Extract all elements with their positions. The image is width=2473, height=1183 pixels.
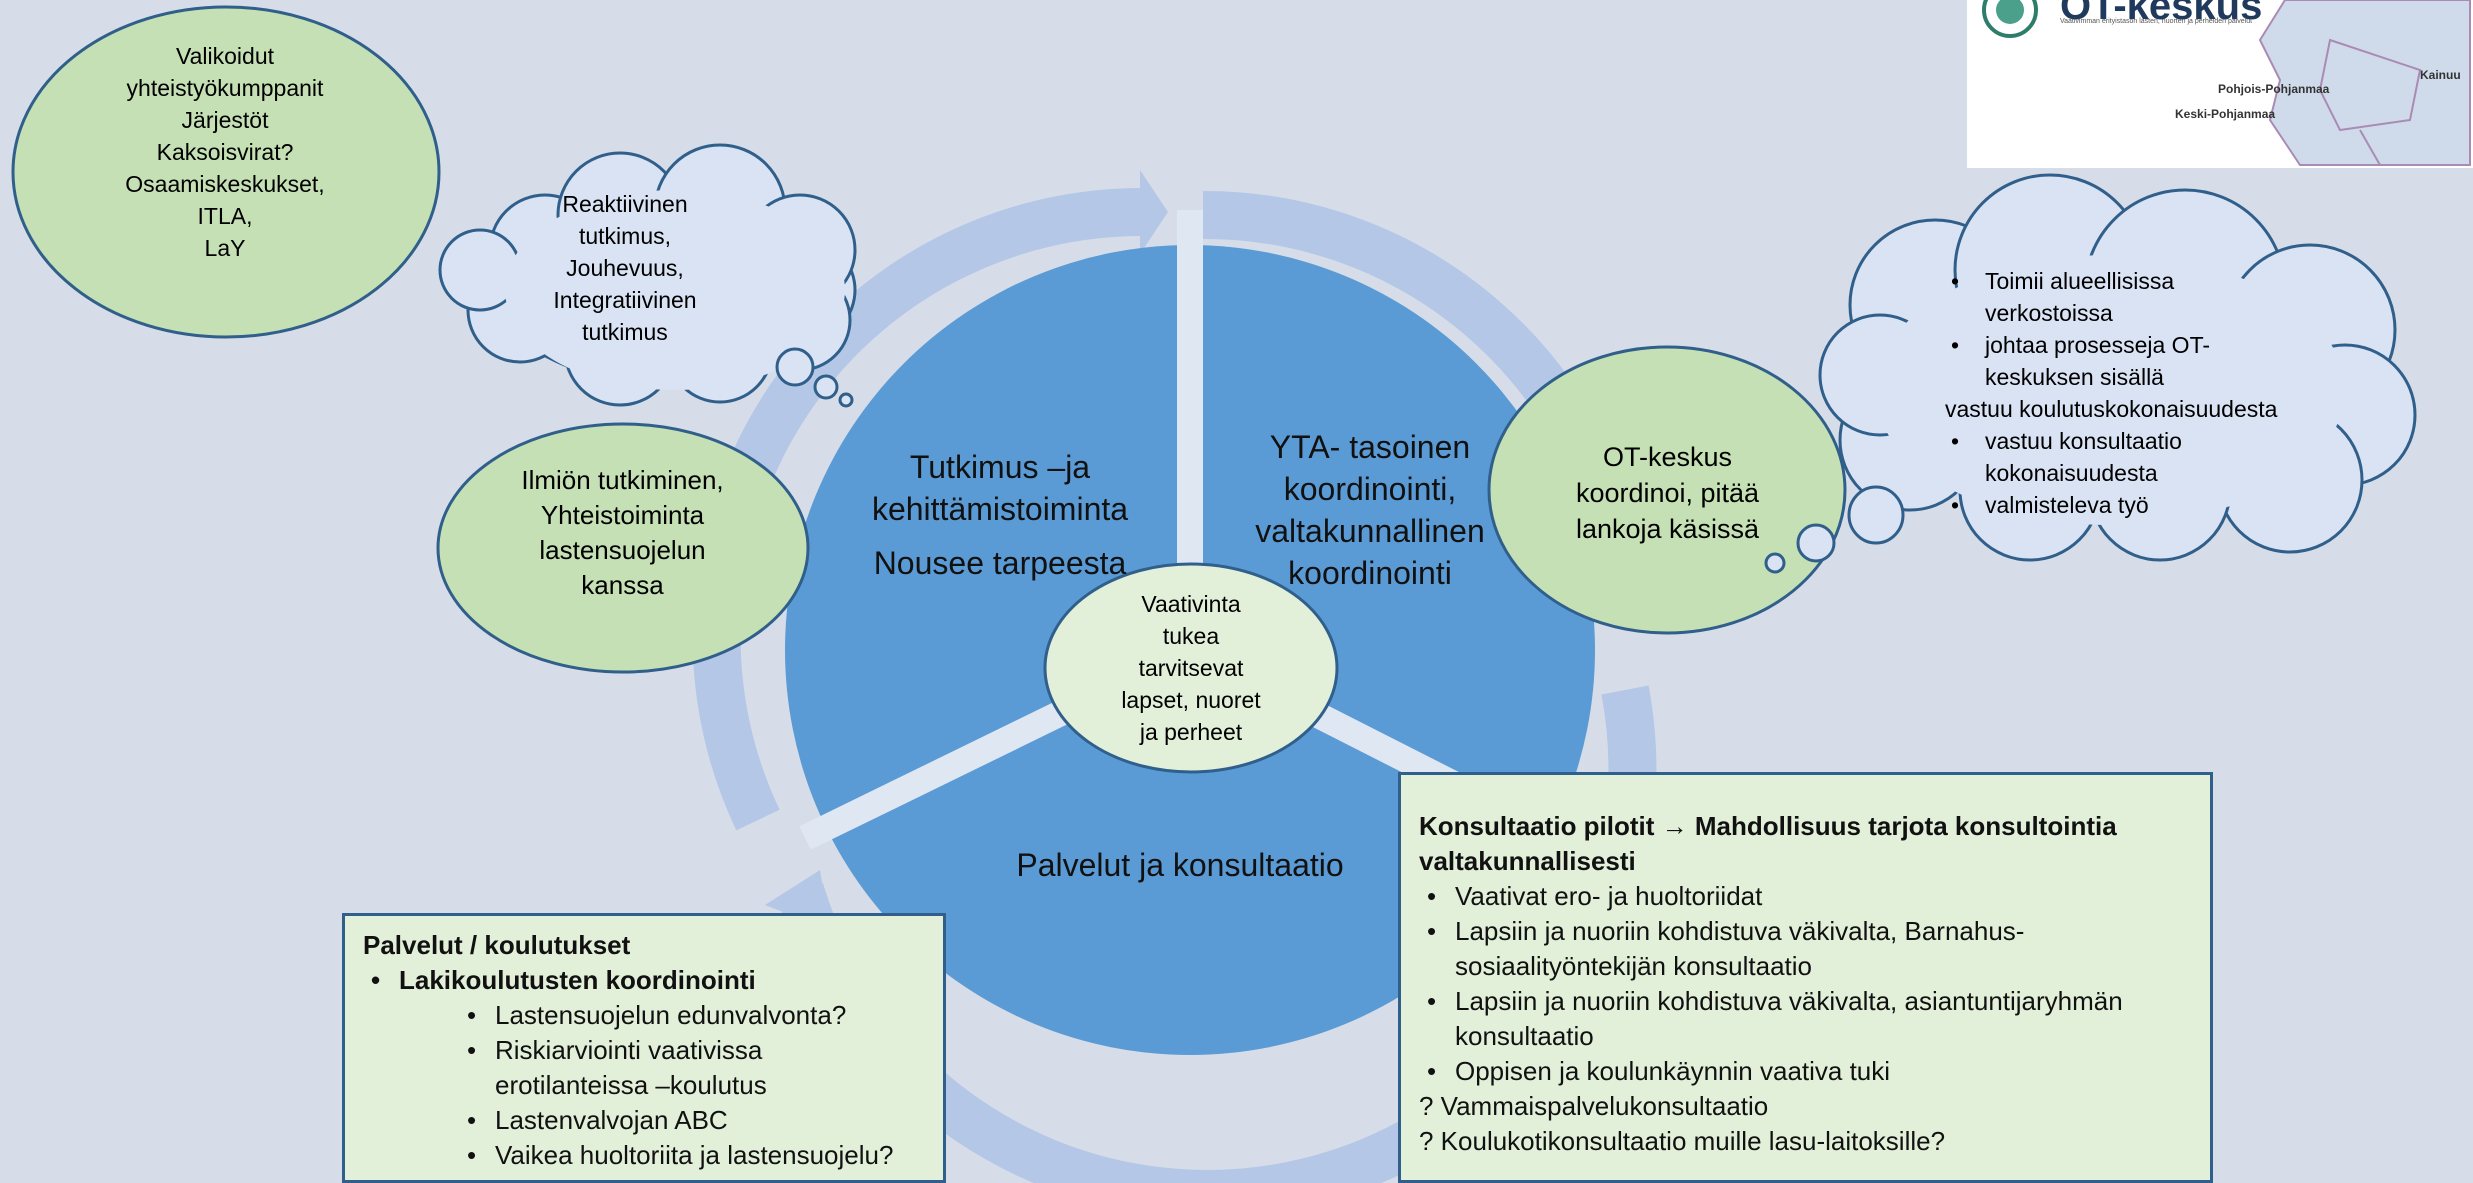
segment-coordination-label: YTA- tasoinen koordinointi, valtakunnall… [1230, 420, 1510, 600]
thought-dot-right-small [1764, 552, 1786, 574]
ot-bubble-shape [1487, 345, 1847, 635]
map-label-kainuu: Kainuu [2420, 68, 2461, 82]
services-sub-item-3: Lastenvalvojan ABC [459, 1103, 927, 1138]
ot-cloud-item-1: Toimii alueellisissa verkostoissa [1945, 265, 2365, 329]
consult-item-1: Vaativat ero- ja huoltoriidat [1419, 879, 2194, 914]
center-line-5: ja perheet [1139, 719, 1243, 745]
consult-question-2: ? Koulukotikonsultaatio muille lasu-lait… [1419, 1126, 1946, 1156]
thought-dot-right-medium [1796, 523, 1836, 563]
segment-research-line-2: kehittämistoiminta [871, 491, 1129, 527]
consult-item-4: Oppisen ja koulunkäynnin vaativa tuki [1419, 1054, 2194, 1089]
ot-bubble-line-2: koordinoi, pitää [1575, 477, 1760, 508]
services-box-title: Palvelut / koulutukset [363, 930, 631, 960]
segment-research-subtitle: Nousee tarpeesta [873, 545, 1127, 581]
partners-line-6: ITLA, [197, 203, 253, 229]
services-trainings-box: Palvelut / koulutukset Lakikoulutusten k… [342, 913, 946, 1183]
center-ellipse [1043, 562, 1339, 774]
thought-dot-right-large [1847, 485, 1905, 545]
center-line-2: tukea [1162, 623, 1220, 649]
center-line-3: tarvitsevat [1138, 655, 1244, 681]
segment-services-text: Palvelut ja konsultaatio [1016, 847, 1344, 883]
ot-bubble-line-3: lankoja käsissä [1575, 513, 1760, 544]
phenomenon-line-3: lastensuojelun [539, 535, 706, 565]
logo-subtitle: Vaativimman erityistason lasten, nuorten… [2060, 18, 2253, 25]
segment-coordination-line-3: valtakunnallinen [1255, 513, 1485, 549]
ot-cloud-text: Toimii alueellisissa verkostoissa johtaa… [1945, 265, 2365, 521]
services-sub-item-1: Lastensuojelun edunvalvonta? [459, 998, 927, 1033]
consult-box-title: Konsultaatio pilotit → Mahdollisuus tarj… [1419, 811, 2117, 876]
partners-line-2: yhteistyökumppanit [126, 75, 324, 101]
research-cloud-text: Reaktiivinen tutkimus, Jouhevuus, Integr… [505, 188, 745, 353]
ot-cloud-item-2-line-2: keskuksen sisällä [1985, 364, 2164, 390]
ot-cloud-item-2-line-1: johtaa prosesseja OT- [1985, 332, 2211, 358]
research-cloud-fill [505, 190, 845, 390]
research-cloud-line-4: Integratiivinen [553, 287, 697, 313]
phenomenon-line-2: Yhteistoiminta [540, 500, 705, 530]
research-cloud-line-1: Reaktiivinen [562, 191, 688, 217]
ot-cloud-item-2: johtaa prosesseja OT- keskuksen sisällä [1945, 329, 2365, 393]
partners-bubble-shape [11, 5, 441, 339]
ot-bubble-text: OT-keskus koordinoi, pitää lankoja käsis… [1520, 435, 1815, 550]
services-sub-item-4: Vaikea huoltoriita ja lastensuojelu? [459, 1138, 927, 1173]
consultation-pilots-box: Konsultaatio pilotit → Mahdollisuus tarj… [1398, 772, 2213, 1183]
consult-item-2: Lapsiin ja nuoriin kohdistuva väkivalta,… [1419, 914, 2095, 984]
segment-coordination-line-2: koordinointi, [1283, 471, 1457, 507]
phenomenon-line-1: Ilmiön tutkiminen, [521, 465, 724, 495]
research-cloud-line-3: Jouhevuus, [566, 255, 684, 281]
thought-dot-large [775, 347, 815, 387]
partners-line-4: Kaksoisvirat? [156, 139, 294, 165]
ot-cloud-item-4-line-1: valmisteleva työ [1985, 492, 2149, 518]
ot-bubble-line-1: OT-keskus [1602, 441, 1733, 472]
ot-cloud-item-3: vastuu konsultaatio kokonaisuudesta [1945, 425, 2365, 489]
partners-line-1: Valikoidut [175, 43, 275, 69]
phenomenon-bubble-text: Ilmiön tutkiminen, Yhteistoiminta lasten… [470, 458, 775, 608]
consult-item-3: Lapsiin ja nuoriin kohdistuva väkivalta,… [1419, 984, 2155, 1054]
research-cloud-line-5: tutkimus [582, 319, 668, 345]
ot-cloud-item-1-line-1: Toimii alueellisissa [1985, 268, 2175, 294]
ot-cloud-item-1-line-2: verkostoissa [1985, 300, 2113, 326]
segment-coordination-line-4: koordinointi [1288, 555, 1452, 591]
ot-cloud-item-3-line-1: vastuu konsultaatio [1985, 428, 2182, 454]
consult-question-1: ? Vammaispalvelukonsultaatio [1419, 1091, 1769, 1121]
map-label-pohjois-pohjanmaa: Pohjois-Pohjanmaa [2218, 82, 2330, 96]
map-label-keski-pohjanmaa: Keski-Pohjanmaa [2175, 107, 2276, 121]
segment-services-label: Palvelut ja konsultaatio [980, 840, 1380, 890]
services-main-item: Lakikoulutusten koordinointi [363, 963, 927, 998]
services-sub-item-2: Riskiarviointi vaativissa erotilanteissa… [459, 1033, 815, 1103]
ot-cloud-item-4: valmisteleva työ [1945, 489, 2365, 521]
partners-bubble-text: Valikoidut yhteistyökumppanit Järjestöt … [60, 40, 390, 270]
phenomenon-bubble-shape [436, 422, 810, 674]
ot-cloud-item-3-line-2: kokonaisuudesta [1985, 460, 2158, 486]
center-line-4: lapset, nuoret [1121, 687, 1261, 713]
center-label: Vaativinta tukea tarvitsevat lapset, nuo… [1075, 588, 1307, 748]
partners-line-5: Osaamiskeskukset, [125, 171, 325, 197]
phenomenon-line-4: kanssa [581, 570, 664, 600]
partners-line-3: Järjestöt [181, 107, 269, 133]
center-line-1: Vaativinta [1141, 591, 1241, 617]
research-cloud-line-2: tutkimus, [578, 223, 672, 249]
ot-cloud-plain-line: vastuu koulutuskokonaisuudesta [1945, 396, 2278, 422]
thought-dot-small [838, 392, 854, 408]
cycle-arrowhead-top [1140, 170, 1168, 254]
segment-research-label: Tutkimus –ja kehittämistoiminta Nousee t… [830, 440, 1170, 590]
services-sub-list: Lastensuojelun edunvalvonta? Riskiarvioi… [363, 998, 927, 1173]
logo-title: OT-keskus [2060, 0, 2263, 28]
segment-research-line-1: Tutkimus –ja [909, 449, 1091, 485]
ot-keskus-logo-map [1967, 0, 2473, 168]
segment-coordination-line-1: YTA- tasoinen [1269, 429, 1471, 465]
partners-line-7: LaY [204, 235, 246, 261]
thought-dot-medium [813, 374, 839, 400]
